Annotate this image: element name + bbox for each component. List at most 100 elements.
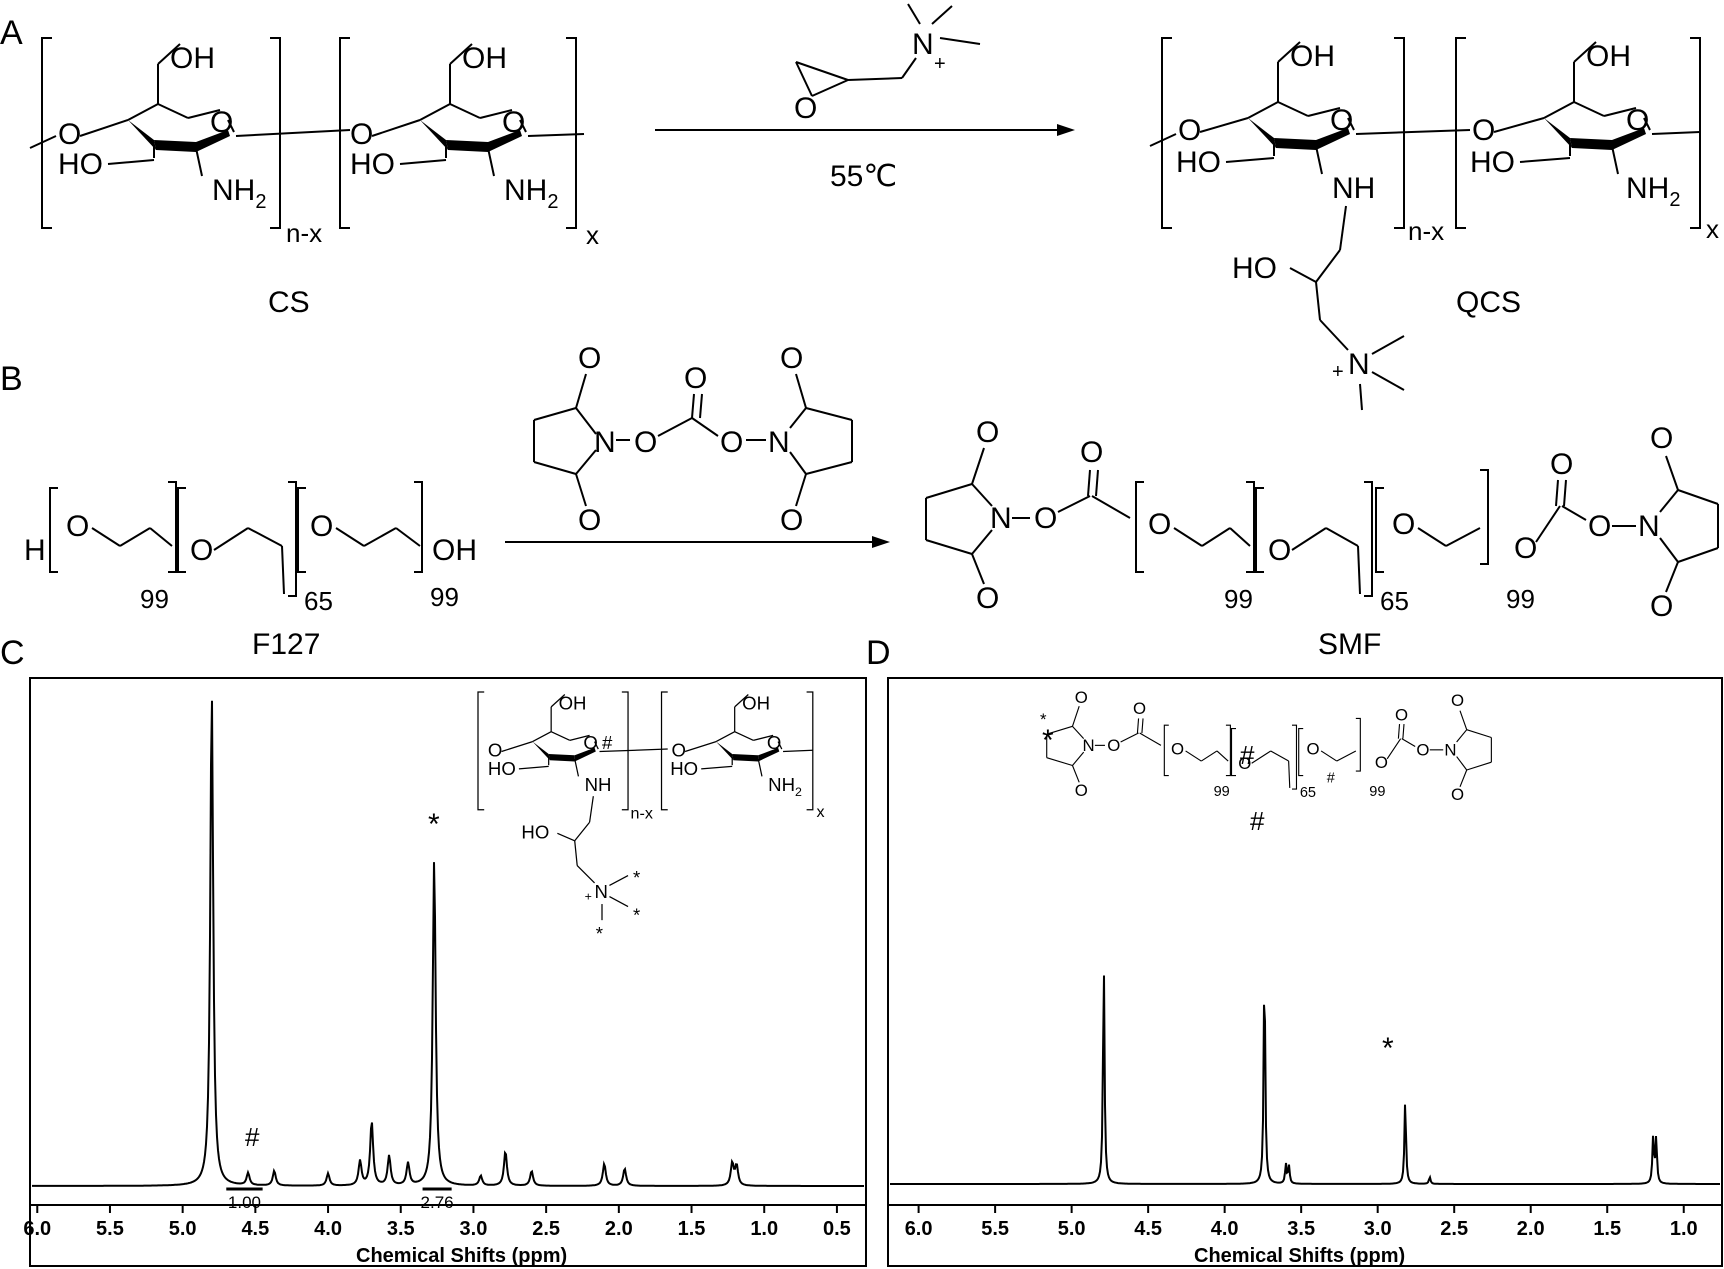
subscript-nx: n-x bbox=[1408, 216, 1444, 246]
atom-o: O bbox=[1451, 785, 1464, 804]
atom-n: N bbox=[912, 28, 934, 61]
atom-o: O bbox=[210, 106, 233, 139]
atom-o: O bbox=[1330, 104, 1353, 137]
panel-a: A OH O O HO NH2 n-x OH O O HO bbox=[0, 3, 1719, 411]
atom-o: O bbox=[1514, 532, 1537, 565]
atom-o: O bbox=[578, 504, 601, 537]
atom-o: O bbox=[976, 582, 999, 615]
charge-plus: + bbox=[934, 53, 946, 75]
inset-hash: # bbox=[1327, 770, 1336, 786]
atom-o: O bbox=[1451, 691, 1464, 710]
subscript-65: 65 bbox=[1300, 785, 1316, 801]
inset-structure-d: * O O N O O O 99 O bbox=[1040, 688, 1492, 804]
inset-star: * bbox=[596, 923, 603, 944]
subscript-99: 99 bbox=[1369, 784, 1385, 800]
atom-h: H bbox=[24, 534, 46, 567]
x-tick-label: 5.5 bbox=[96, 1218, 124, 1240]
atom-o: O bbox=[634, 426, 657, 459]
atom-ho: HO bbox=[670, 758, 698, 779]
integral-label: 2.76 bbox=[421, 1193, 454, 1212]
x-tick-label: 3.0 bbox=[1364, 1218, 1392, 1240]
atom-o: O bbox=[310, 510, 333, 543]
atom-o: O bbox=[578, 342, 601, 375]
atom-o: O bbox=[1268, 534, 1291, 567]
x-tick-label: 3.0 bbox=[460, 1218, 488, 1240]
atom-o: O bbox=[1171, 739, 1184, 758]
x-tick-label: 2.0 bbox=[605, 1218, 633, 1240]
atom-ho: HO bbox=[1470, 146, 1515, 179]
atom-o: O bbox=[1650, 422, 1673, 455]
inset-hash-d: # bbox=[1240, 740, 1255, 770]
x-tick-label: 4.5 bbox=[1134, 1218, 1162, 1240]
atom-o: O bbox=[66, 510, 89, 543]
atom-o: O bbox=[583, 732, 597, 753]
atom-nh: NH bbox=[1332, 172, 1375, 205]
x-tick-label: 1.5 bbox=[678, 1218, 706, 1240]
cs-structure-unit2: OH O O HO NH2 x bbox=[339, 37, 599, 250]
spectrum-frame-d bbox=[887, 677, 1723, 1267]
subscript-nx: n-x bbox=[286, 218, 322, 248]
panel-label-a: A bbox=[0, 14, 23, 52]
subscript-99: 99 bbox=[1506, 584, 1535, 614]
panel-label-d: D bbox=[866, 634, 891, 672]
peak-marker-hash: # bbox=[1250, 806, 1265, 836]
charge-plus: + bbox=[585, 889, 592, 903]
atom-n: N bbox=[1638, 510, 1660, 543]
inset-hash: # bbox=[602, 732, 613, 753]
atom-n: N bbox=[1444, 740, 1456, 759]
atom-oh: OH bbox=[1586, 40, 1631, 73]
x-tick-label: 4.5 bbox=[241, 1218, 269, 1240]
atom-n: N bbox=[768, 426, 790, 459]
atom-n: N bbox=[595, 881, 608, 902]
product-name-smf: SMF bbox=[1318, 628, 1381, 661]
x-tick-label: 3.5 bbox=[387, 1218, 415, 1240]
reactant-name-cs: CS bbox=[268, 286, 310, 319]
x-tick-label: 5.0 bbox=[169, 1218, 197, 1240]
subscript-x: x bbox=[817, 803, 825, 821]
cs-structure: OH O O HO NH2 n-x bbox=[29, 37, 351, 248]
x-axis-label-c: Chemical Shifts (ppm) bbox=[356, 1245, 567, 1267]
atom-o: O bbox=[1034, 502, 1057, 535]
peak-marker-star: * bbox=[428, 808, 440, 841]
atom-o: O bbox=[502, 106, 525, 139]
inset-structure-c: OH O # O HO NH HO N + * * * n-x bbox=[477, 691, 825, 944]
x-tick-label: 4.0 bbox=[314, 1218, 342, 1240]
subscript-99: 99 bbox=[1214, 784, 1230, 800]
smf-structure: O O N O O O 99 O bbox=[925, 416, 1719, 623]
atom-oh: OH bbox=[1290, 40, 1335, 73]
atom-o: O bbox=[488, 739, 502, 760]
atom-o: O bbox=[1075, 781, 1088, 800]
x-axis-label-d: Chemical Shifts (ppm) bbox=[1194, 1245, 1405, 1267]
product-name-qcs: QCS bbox=[1456, 286, 1521, 319]
atom-o: O bbox=[720, 426, 743, 459]
x-tick-label: 3.5 bbox=[1287, 1218, 1315, 1240]
atom-o: O bbox=[1107, 736, 1120, 755]
x-tick-label: 1.5 bbox=[1593, 1218, 1621, 1240]
atom-o: O bbox=[794, 92, 817, 125]
atom-oh: OH bbox=[462, 42, 507, 75]
inset-star: * bbox=[633, 867, 640, 888]
atom-ho: HO bbox=[1232, 252, 1277, 285]
atom-o: O bbox=[976, 416, 999, 449]
atom-o: O bbox=[1472, 114, 1495, 147]
atom-o: O bbox=[780, 342, 803, 375]
panel-label-c: C bbox=[0, 634, 25, 672]
subscript-99: 99 bbox=[430, 582, 459, 612]
atom-n: N bbox=[1348, 348, 1370, 381]
atom-o: O bbox=[1148, 508, 1171, 541]
atom-o: O bbox=[1650, 590, 1673, 623]
peak-marker-star: * bbox=[1382, 1032, 1394, 1065]
atom-ho: HO bbox=[488, 758, 516, 779]
atom-o: O bbox=[1080, 436, 1103, 469]
qcs-structure: OH O O HO NH HO N + n-x OH O bbox=[1149, 37, 1719, 411]
subscript-99: 99 bbox=[1224, 584, 1253, 614]
f127-structure: H O 99 O 65 O OH 99 F127 bbox=[24, 481, 477, 661]
peak-marker-hash: # bbox=[245, 1122, 260, 1152]
atom-nh2: NH2 bbox=[212, 174, 266, 213]
subscript-99: 99 bbox=[140, 584, 169, 614]
atom-ho: HO bbox=[350, 148, 395, 181]
atom-o: O bbox=[1133, 699, 1146, 718]
atom-n: N bbox=[594, 426, 616, 459]
